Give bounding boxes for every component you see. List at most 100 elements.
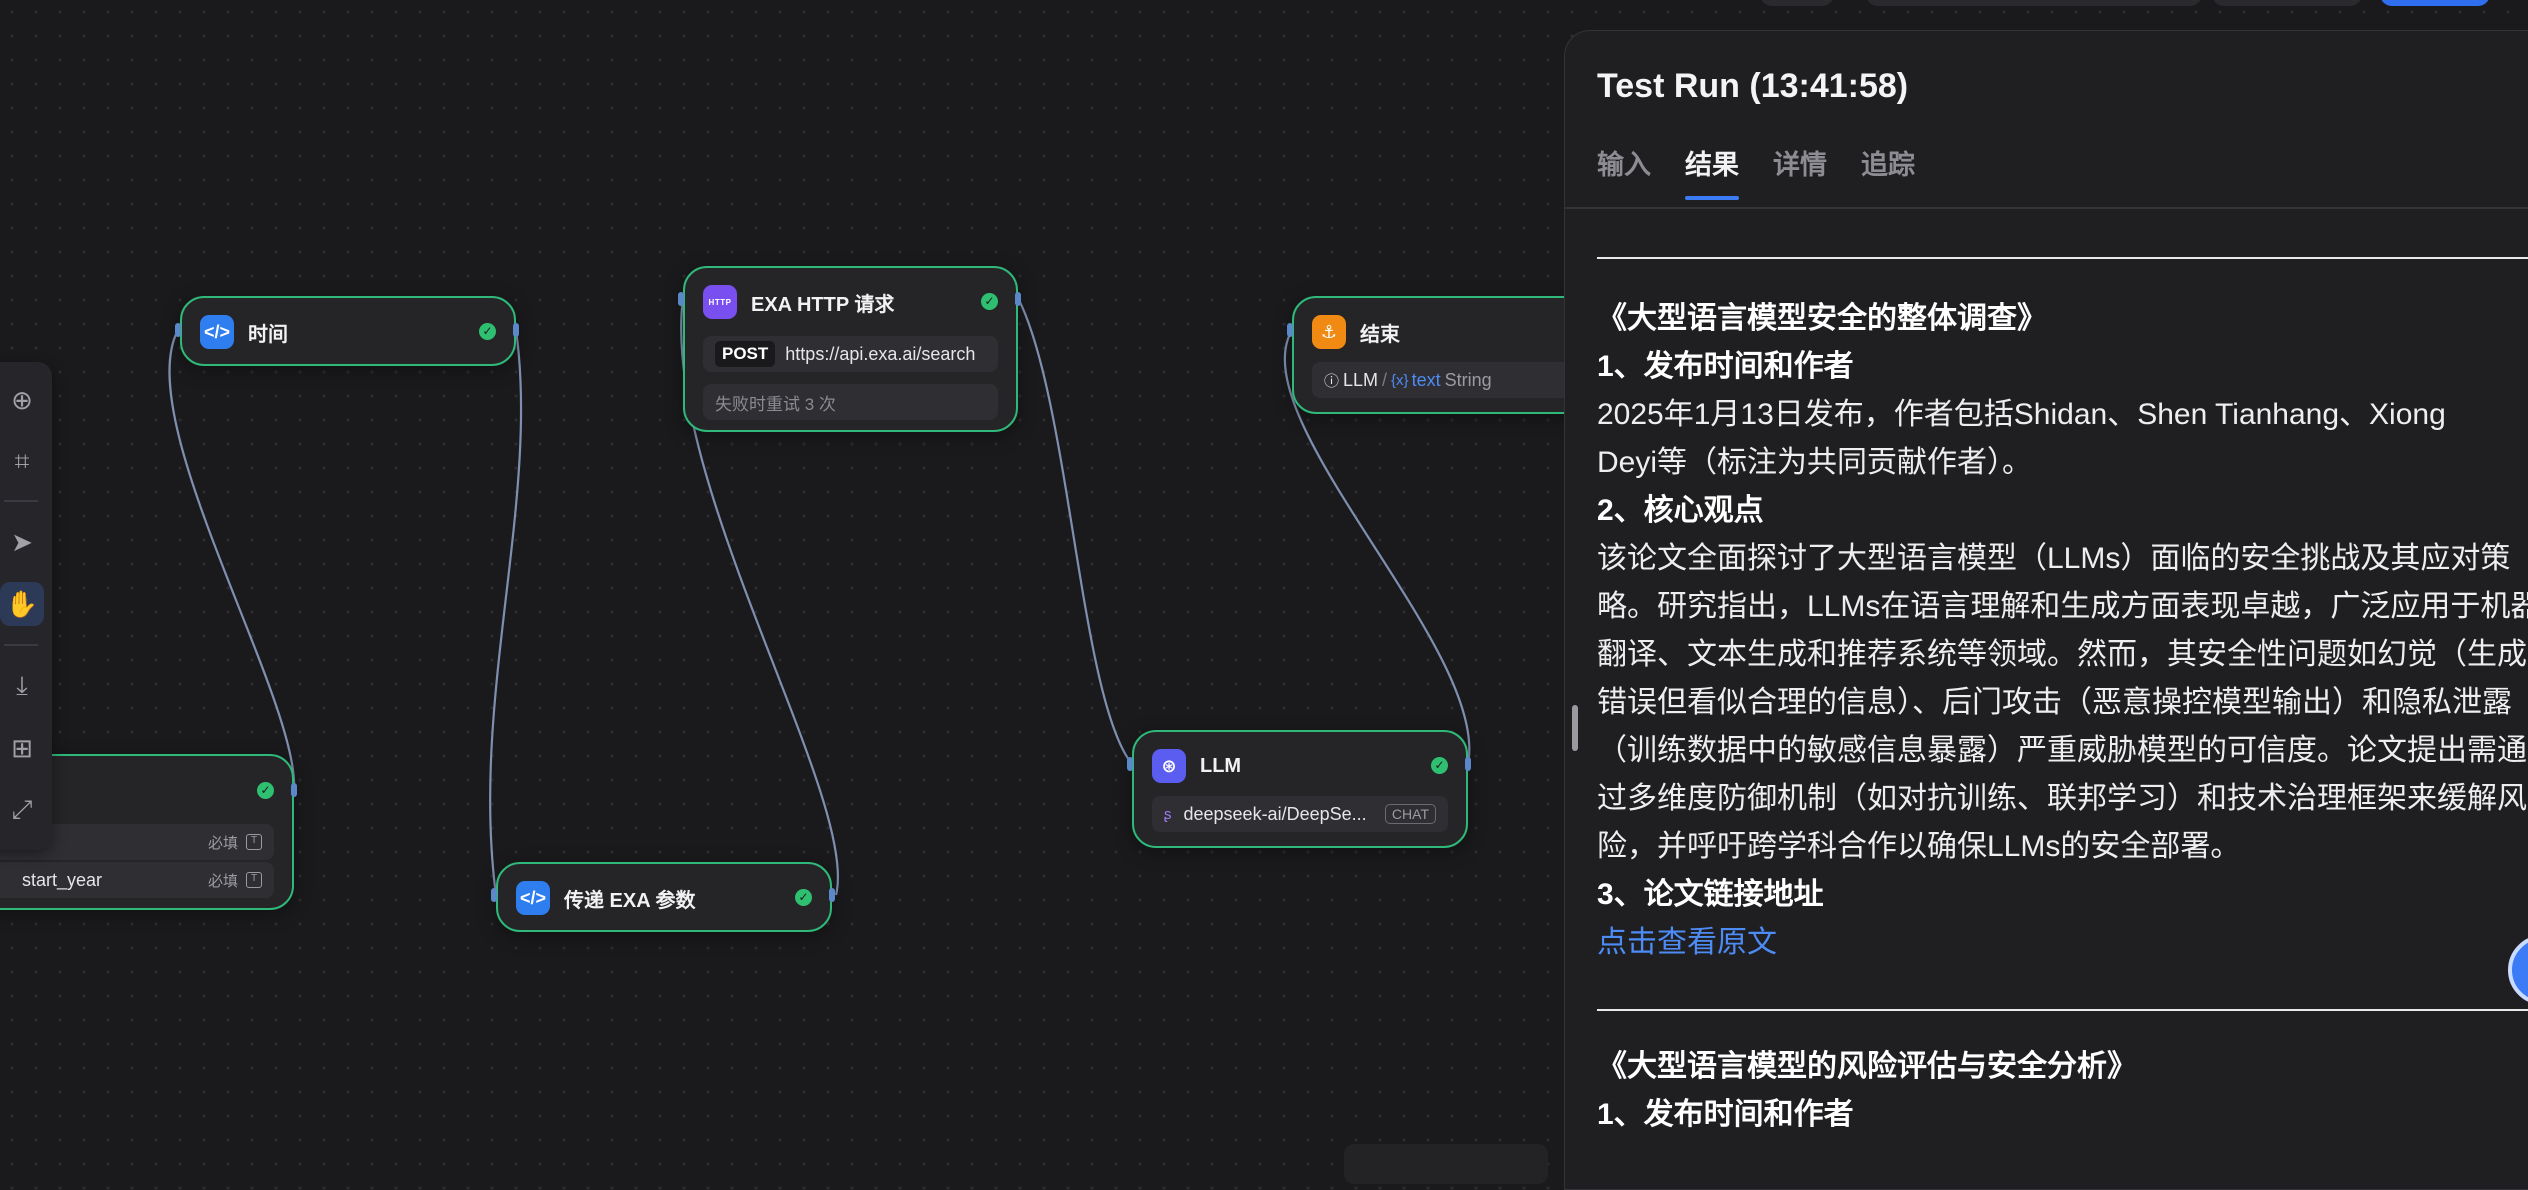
- apps-icon[interactable]: ⊞: [11, 732, 33, 763]
- section-heading: 2、核心观点: [1597, 494, 1764, 527]
- node-pass-params[interactable]: </> 传递 EXA 参数 ✓: [496, 862, 832, 932]
- code-icon: </>: [516, 881, 550, 915]
- markdown-rule: [1597, 1009, 2528, 1011]
- panel-title: Test Run (13:41:58): [1597, 67, 1909, 105]
- result-text: 错误但看似合理的信息）、后门攻击（恶意操控模型输出）和隐私泄露: [1597, 686, 2512, 719]
- edge-time-to-pass-params: [489, 329, 523, 896]
- model-provider-icon: ʂ: [1164, 805, 1172, 823]
- node-llm-title: LLM: [1200, 754, 1242, 777]
- markdown-rule: [1597, 257, 2528, 259]
- end-output-var-row: ⓘ LLM / {x} text String: [1312, 362, 1592, 398]
- node-pass-params-input-handle[interactable]: [491, 888, 497, 902]
- toolbar-divider: [4, 500, 38, 502]
- end-var-name: text: [1411, 369, 1441, 390]
- result-text: （训练数据中的敏感信息暴露）严重威胁模型的可信度。论文提出需通: [1597, 734, 2527, 767]
- code-icon: </>: [200, 315, 234, 349]
- node-llm-output-handle[interactable]: [1465, 757, 1471, 771]
- section-heading: 1、发布时间和作者: [1597, 1098, 1854, 1131]
- panel-divider: [1565, 207, 2528, 209]
- test-run-panel: Test Run (13:41:58) 输入 结果 详情 追踪 《大型语言模型安…: [1564, 30, 2528, 1190]
- node-end-input-handle[interactable]: [1287, 323, 1293, 337]
- result-text: 过多维度防御机制（如对抗训练、联邦学习）和技术治理框架来缓解风: [1597, 782, 2527, 815]
- paper-link[interactable]: 点击查看原文: [1597, 926, 1777, 959]
- node-time-title: 时间: [248, 323, 288, 346]
- text-field-icon: T: [246, 834, 262, 850]
- paper-title: 《大型语言模型安全的整体调查》: [1597, 302, 2047, 335]
- node-pass-params-title: 传递 EXA 参数: [564, 889, 696, 912]
- result-text: 险，并呼吁跨学科合作以确保LLMs的安全部署。: [1597, 830, 2241, 863]
- node-exa-http-title: EXA HTTP 请求: [751, 293, 895, 316]
- node-end-title: 结束: [1360, 323, 1400, 346]
- success-check-icon: ✓: [257, 782, 274, 799]
- result-content: 《大型语言模型安全的整体调查》 1、发布时间和作者 2025年1月13日发布，作…: [1597, 257, 2528, 1139]
- add-icon[interactable]: ⊕: [11, 384, 33, 415]
- note-icon[interactable]: ⌗: [14, 446, 30, 476]
- toolbar-divider: [4, 644, 38, 646]
- panel-tabs: 输入 结果 详情 追踪: [1597, 143, 1915, 200]
- llm-model-row: ʂ deepseek-ai/DeepSe... CHAT: [1152, 796, 1448, 832]
- http-retry-row: 失败时重试 3 次: [703, 384, 998, 420]
- top-button[interactable]: [1760, 0, 1834, 6]
- top-button[interactable]: [2212, 0, 2362, 6]
- end-var-sep: /: [1382, 369, 1388, 390]
- canvas-toolbar: ⊕ ⌗ ➤ ✋ ⤓ ⊞ ⤢: [0, 362, 52, 850]
- http-method-url-row: POST https://api.exa.ai/search: [703, 336, 998, 372]
- node-llm-header: ⊛ LLM ✓: [1152, 748, 1448, 784]
- end-var-source: LLM: [1343, 369, 1379, 390]
- result-text: 略。研究指出，LLMs在语言理解和生成方面表现卓越，广泛应用于机器: [1597, 590, 2528, 623]
- node-end-header: ⚓ 结束: [1312, 314, 1592, 350]
- success-check-icon: ✓: [795, 889, 812, 906]
- http-icon: HTTP: [703, 285, 737, 319]
- result-text: 2025年1月13日发布，作者包括Shidan、Shen Tianhang、Xi…: [1597, 398, 2446, 431]
- edge-start-to-time: [168, 329, 296, 791]
- node-time[interactable]: </> 时间 ✓: [180, 296, 516, 366]
- llm-mode-badge: CHAT: [1384, 804, 1436, 824]
- panel-resize-handle[interactable]: [1572, 705, 1578, 751]
- node-time-header: </> 时间 ✓: [200, 314, 496, 350]
- result-text: 翻译、文本生成和推荐系统等领域。然而，其安全性问题如幻觉（生成: [1597, 638, 2527, 671]
- paper-title: 《大型语言模型的风险评估与安全分析》: [1597, 1050, 2137, 1083]
- start-field-name: start_year: [22, 869, 103, 890]
- tab-detail[interactable]: 详情: [1773, 150, 1827, 180]
- top-input[interactable]: [1866, 0, 2202, 6]
- fit-icon[interactable]: ⤢: [11, 794, 33, 824]
- node-exa-http-header: HTTP EXA HTTP 请求 ✓: [703, 284, 998, 320]
- llm-icon: ⊛: [1152, 749, 1186, 783]
- node-exa-http-output-handle[interactable]: [1015, 292, 1021, 306]
- text-field-icon: T: [246, 872, 262, 888]
- result-text: 该论文全面探讨了大型语言模型（LLMs）面临的安全挑战及其应对策: [1597, 542, 2511, 575]
- success-check-icon: ✓: [479, 323, 496, 340]
- hand-icon[interactable]: ✋: [0, 582, 44, 626]
- end-var-type: String: [1444, 369, 1492, 390]
- import-icon[interactable]: ⤓: [16, 670, 28, 700]
- end-icon: ⚓: [1312, 315, 1346, 349]
- tab-result[interactable]: 结果: [1685, 143, 1739, 200]
- http-method-badge: POST: [715, 341, 776, 367]
- result-text: Deyi等（标注为共同贡献作者）。: [1597, 446, 2033, 479]
- variable-icon: {x}: [1391, 371, 1409, 389]
- run-button[interactable]: [2380, 0, 2490, 6]
- http-url: https://api.exa.ai/search: [785, 343, 976, 364]
- node-pass-params-header: </> 传递 EXA 参数 ✓: [516, 880, 812, 916]
- node-llm[interactable]: ⊛ LLM ✓ ʂ deepseek-ai/DeepSe... CHAT: [1132, 730, 1468, 848]
- node-time-output-handle[interactable]: [513, 323, 519, 337]
- tab-trace[interactable]: 追踪: [1861, 150, 1915, 180]
- node-llm-input-handle[interactable]: [1127, 757, 1133, 771]
- node-time-input-handle[interactable]: [175, 323, 181, 337]
- node-exa-http-input-handle[interactable]: [678, 292, 684, 306]
- llm-source-icon: ⓘ: [1324, 372, 1340, 390]
- node-exa-http[interactable]: HTTP EXA HTTP 请求 ✓ POST https://api.exa.…: [683, 266, 1018, 432]
- node-start-output-handle[interactable]: [291, 783, 297, 797]
- section-heading: 1、发布时间和作者: [1597, 350, 1854, 383]
- llm-model-name: deepseek-ai/DeepSe...: [1183, 803, 1367, 824]
- canvas-minimap[interactable]: [1344, 1144, 1548, 1184]
- node-pass-params-output-handle[interactable]: [829, 888, 835, 902]
- success-check-icon: ✓: [981, 293, 998, 310]
- node-end[interactable]: ⚓ 结束 ⓘ LLM / {x} text String: [1292, 296, 1612, 414]
- pointer-icon[interactable]: ➤: [11, 526, 33, 557]
- tab-input[interactable]: 输入: [1597, 150, 1651, 180]
- success-check-icon: ✓: [1431, 757, 1448, 774]
